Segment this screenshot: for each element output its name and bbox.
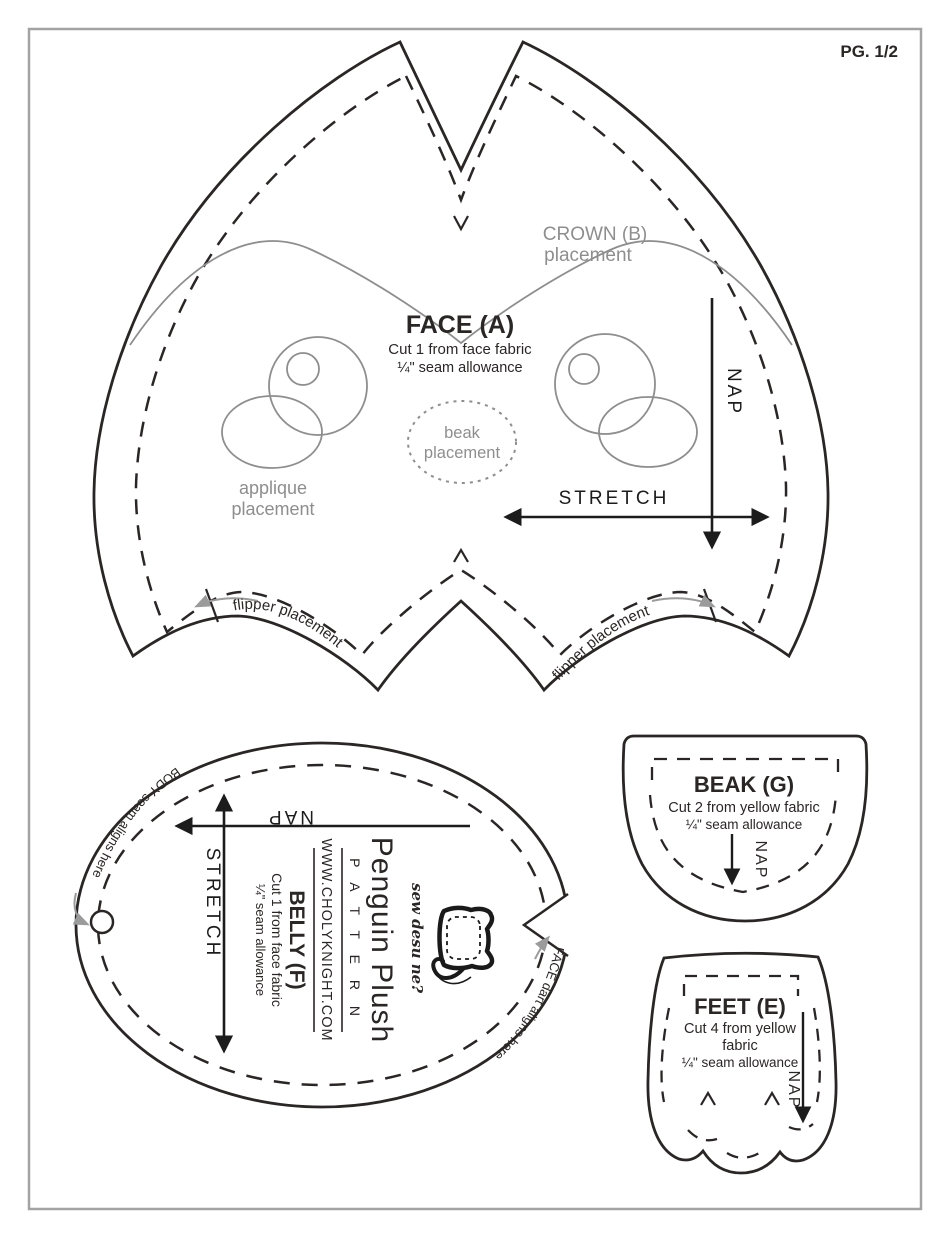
cheek-ellipse-right: [598, 396, 698, 468]
feet-seam-line: [660, 974, 821, 1159]
page-number: PG. 1/2: [840, 42, 898, 61]
feet-nap-label: NAP: [785, 1071, 802, 1110]
beak-placement-line2: placement: [424, 444, 501, 462]
crown-label-line1: CROWN (B): [543, 224, 647, 245]
beak-placement-oval: [407, 400, 517, 484]
face-cut-note: Cut 1 from face fabric: [388, 341, 532, 358]
flipper-label-right: flipper placement: [549, 602, 652, 684]
beak-cut-note: Cut 2 from yellow fabric: [668, 800, 820, 816]
face-title: FACE (A): [406, 311, 514, 339]
feet-title: FEET (E): [694, 994, 786, 1019]
flipper-label-left: flipper placement: [232, 596, 347, 652]
page-border: [27, 27, 923, 1211]
body-align-note: BODY seam aligns here: [89, 765, 183, 881]
flipper-arrow-right: [651, 594, 716, 608]
eye-shine-right: [568, 353, 600, 385]
feet-outline: [646, 951, 838, 1175]
face-stretch-label: STRETCH: [559, 488, 670, 509]
face-nap-label: NAP: [723, 368, 744, 416]
applique-placement-left: [221, 336, 368, 469]
applique-label-line2: placement: [231, 499, 314, 519]
logo-pillow: [437, 905, 495, 971]
crown-placement-line: [129, 240, 793, 346]
beak-title: BEAK (G): [694, 772, 794, 797]
crown-label-line2: placement: [544, 245, 632, 266]
feet-cut-note-line2: fabric: [722, 1038, 757, 1054]
beak-nap-label: NAP: [752, 841, 769, 880]
feet-cut-note-line1: Cut 4 from yellow: [684, 1021, 797, 1037]
feet-toe-notch-marks: [700, 1090, 780, 1106]
flipper-tick-left: [204, 588, 220, 623]
eye-shine-left: [286, 352, 320, 386]
logo-thread: [433, 968, 472, 985]
belly-seam-note: ¼" seam allowance: [253, 884, 268, 996]
beak-seam-line: [648, 757, 840, 894]
belly-title: BELLY (F): [285, 890, 308, 989]
face-seam-line: [134, 74, 788, 657]
eye-circle-right: [554, 333, 656, 435]
beak-outline: [621, 734, 869, 923]
cheek-ellipse-left: [221, 395, 323, 469]
logo-script-text: sew desu ne?: [408, 883, 426, 993]
face-piece: CROWN (B) placement FACE (A) Cut 1 from …: [92, 40, 830, 693]
sew-desu-ne-logo-icon: sew desu ne?: [408, 883, 495, 993]
feet-piece: FEET (E) Cut 4 from yellow fabric ¼" sea…: [646, 951, 838, 1175]
belly-piece: NAP STRETCH Penguin Plush P A T T E R N …: [72, 741, 580, 1109]
eye-circle-left: [268, 336, 368, 436]
belly-stretch-label: STRETCH: [202, 848, 223, 959]
beak-piece: BEAK (G) Cut 2 from yellow fabric ¼" sea…: [621, 734, 869, 923]
brand-url: WWW.CHOLYKNIGHT.COM: [318, 838, 334, 1041]
applique-label-line1: applique: [239, 478, 307, 498]
beak-placement-line1: beak: [444, 424, 481, 442]
feet-seam-note: ¼" seam allowance: [682, 1055, 799, 1070]
face-outline: [92, 40, 830, 693]
belly-label-block: Penguin Plush P A T T E R N WWW.CHOLYKNI…: [253, 837, 398, 1043]
top-notch-mark: [453, 215, 469, 232]
body-align-arrow: [72, 892, 90, 926]
brand-title: Penguin Plush: [365, 837, 398, 1043]
bottom-notch-mark: [453, 547, 469, 563]
applique-placement-right: [554, 333, 698, 468]
belly-cut-note: Cut 1 from face fabric: [269, 873, 285, 1007]
flipper-arrow-left: [194, 594, 259, 608]
belly-dart-notch: [521, 892, 569, 958]
face-align-arrow: [534, 935, 551, 960]
brand-subtitle: P A T T E R N: [347, 858, 363, 1022]
beak-seam-note: ¼" seam allowance: [686, 817, 803, 832]
logo-pillow-stitches: [446, 916, 481, 960]
face-align-note: FACE dart aligns here: [492, 945, 568, 1063]
face-seam-note: ¼" seam allowance: [397, 360, 522, 376]
belly-nap-label: NAP: [266, 806, 314, 827]
belly-alignment-circle: [89, 909, 115, 935]
belly-dart-notch-fill: [524, 894, 580, 956]
